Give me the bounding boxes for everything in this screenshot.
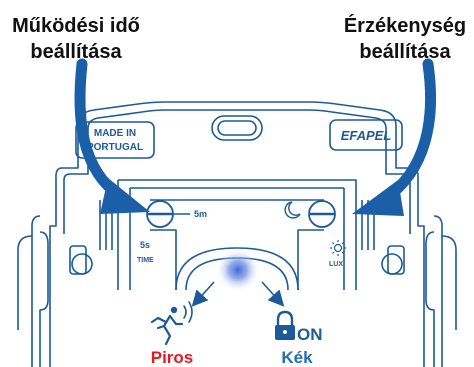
arrow-to-lock-mode xyxy=(261,281,285,307)
motion-sensor-icon xyxy=(150,301,193,346)
arrow-to-motion-mode xyxy=(191,281,215,307)
lock-mode-label: Kék xyxy=(281,348,313,367)
motion-mode-label: Piros xyxy=(151,348,194,367)
svg-text:MADE IN: MADE IN xyxy=(94,128,136,139)
lux-adjust-knob[interactable] xyxy=(308,200,336,228)
time-name-label: TIME xyxy=(137,257,154,264)
padlock-icon xyxy=(275,310,295,340)
time-min-label: 5s xyxy=(140,240,150,250)
lux-callout-line1: Érzékenység xyxy=(344,14,466,37)
time-adjust-knob[interactable] xyxy=(146,200,190,228)
lux-callout-line2: beállítása xyxy=(359,41,451,63)
device-outline xyxy=(17,101,457,367)
brand-badge: EFAPEL xyxy=(329,119,403,151)
time-callout-line1: Működési idő xyxy=(12,15,140,37)
moon-icon xyxy=(284,201,301,219)
time-callout-arrow xyxy=(74,58,150,214)
lock-on-label: ON xyxy=(297,325,323,344)
made-in-badge: MADE IN PORTUGAL xyxy=(75,121,155,159)
lux-callout-arrow xyxy=(352,58,437,216)
svg-text:PORTUGAL: PORTUGAL xyxy=(87,142,143,153)
lux-name-label: LUX xyxy=(329,261,343,268)
brand-logo: EFAPEL xyxy=(341,128,392,143)
time-max-label: 5m xyxy=(194,209,207,219)
sun-icon xyxy=(330,240,346,256)
led-indicator xyxy=(216,248,260,292)
time-callout-line2: beállítása xyxy=(30,41,122,63)
